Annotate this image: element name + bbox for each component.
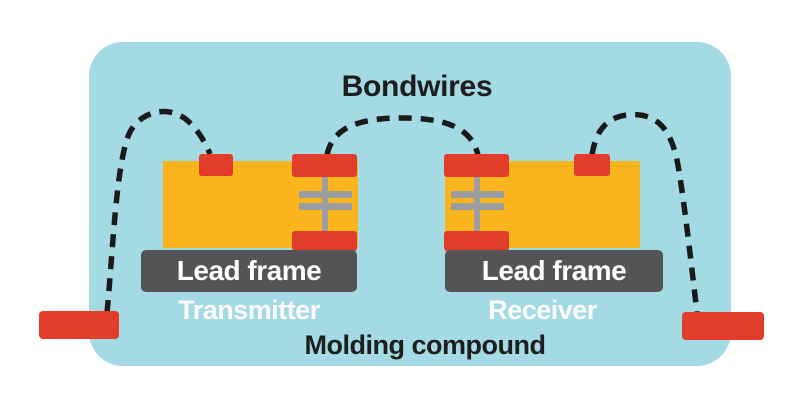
receiver-capacitor-pad-top (444, 154, 509, 177)
receiver-lead-frame-label: Lead frame (481, 255, 627, 286)
bondwires-title: Bondwires (341, 70, 493, 103)
receiver-lead-frame: Lead frame (445, 250, 663, 292)
receiver-capacitor-plate-top-icon (451, 191, 504, 198)
molding-compound-label: Molding compound (304, 330, 546, 360)
transmitter-capacitor-plate-bottom-icon (299, 203, 352, 210)
external-pin-left (39, 311, 119, 339)
bondwire-left-icon (104, 108, 213, 314)
transmitter-lead-frame: Lead frame (141, 250, 357, 292)
receiver-bond-pad-small (574, 154, 610, 176)
bondwire-middle-icon (324, 115, 481, 156)
transmitter-capacitor-pad-bottom (292, 231, 357, 251)
transmitter-bond-pad-small (199, 154, 233, 176)
bondwire-right-icon (589, 111, 700, 313)
receiver-label: Receiver (488, 295, 597, 325)
receiver-capacitor-pad-bottom (444, 231, 509, 251)
transmitter-lead-frame-label: Lead frame (176, 255, 322, 286)
receiver-capacitor-plate-bottom-icon (451, 203, 504, 210)
transmitter-label: Transmitter (178, 295, 320, 325)
transmitter-capacitor-plate-top-icon (299, 191, 352, 198)
external-pin-right (682, 312, 764, 340)
transmitter-capacitor-pad-top (292, 154, 357, 177)
